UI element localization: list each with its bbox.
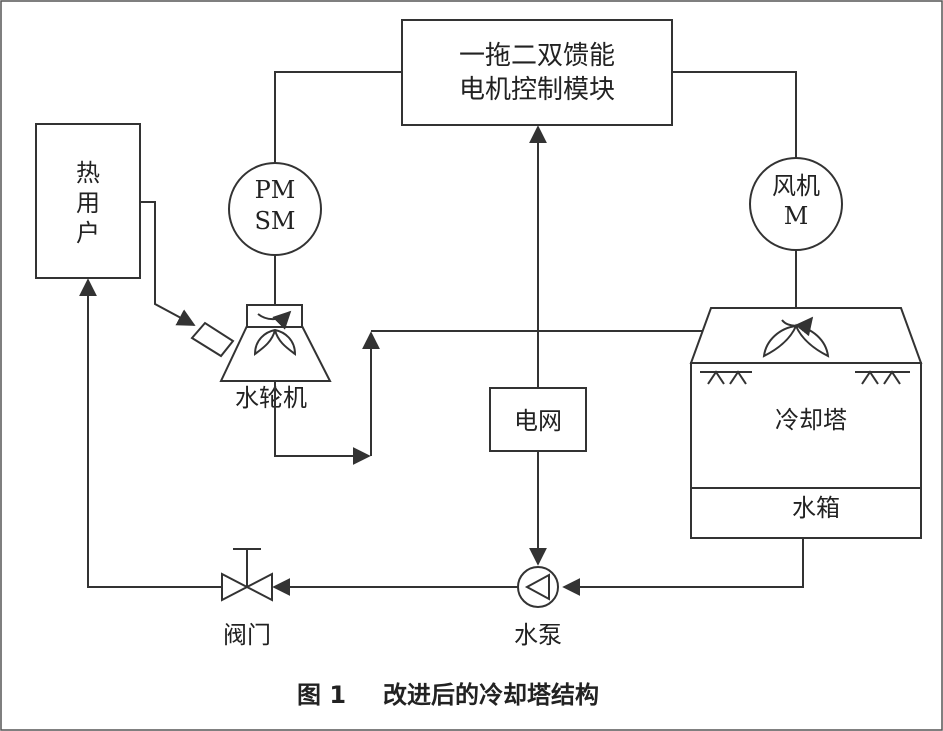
fan-motor: 风机 M [749,157,843,251]
control-module-line1: 一拖二双馈能 [459,41,615,71]
pump-label: 水泵 [514,621,562,649]
water-turbine [190,304,332,382]
pmsm-generator: PM SM [228,162,322,256]
tank-to-pump-line [562,538,804,596]
heat-user-to-turbine-line [140,201,196,326]
control-module-line2: 电机控制模块 [459,75,615,105]
turbine-outlet-line [274,381,371,465]
heat-user-box: 热 用 户 [35,123,141,279]
pmsm-line2: SM [254,207,295,235]
heat-user-char-3: 户 [76,219,100,247]
valve-label: 阀门 [223,621,271,649]
cooling-tower [689,307,923,539]
water-pump [517,566,559,608]
module-to-pmsm-line [274,71,402,163]
heat-user-char-2: 用 [76,189,100,217]
water-tank-label: 水箱 [792,494,840,522]
fan-motor-line2: M [784,202,809,230]
fan-motor-line1: 风机 [772,172,820,200]
valve-to-heat-user-line [79,278,222,588]
valve [221,548,273,602]
pmsm-line1: PM [255,176,296,204]
control-module: 一拖二双馈能 电机控制模块 [401,19,673,126]
cooling-tower-label: 冷却塔 [775,406,847,434]
turbine-label: 水轮机 [235,384,307,412]
figure-caption: 改进后的冷却塔结构 [383,681,599,709]
figure-number: 图 1 [297,681,346,709]
module-to-fan-line [672,71,797,158]
grid-box: 电网 [489,387,587,452]
heat-user-char-1: 热 [76,159,100,187]
grid-label: 电网 [514,407,562,435]
